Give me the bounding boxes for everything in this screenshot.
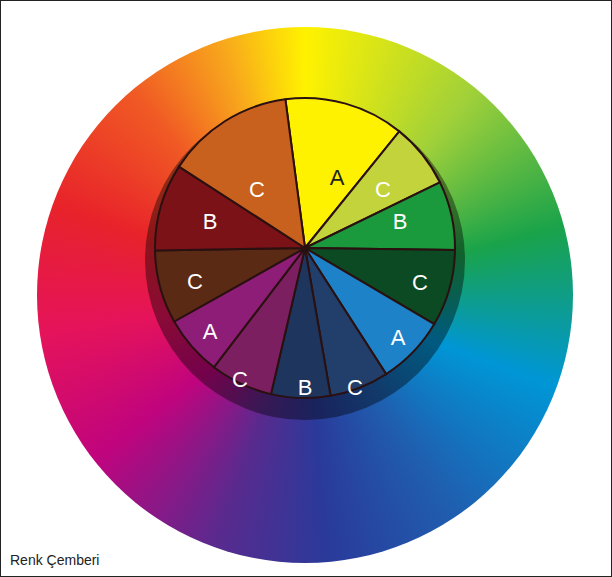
wedge-label-box: C [375, 178, 391, 202]
wedge-letter: A [203, 320, 218, 344]
wedge-label-box: B [393, 210, 408, 234]
color-wedge [155, 248, 305, 322]
wedge-label-box: C [232, 368, 248, 392]
wedge-letter: B [393, 210, 408, 234]
wedge-label-box: C [412, 271, 428, 295]
wedge-label-box: A [330, 166, 345, 190]
wedge-letter: C [347, 376, 363, 400]
caption: Renk Çemberi [8, 552, 101, 568]
wedge-group [155, 98, 455, 398]
wedge-label-box: C [249, 178, 265, 202]
wedge-letter: C [249, 178, 265, 202]
wedge-label-box: C [347, 376, 363, 400]
wedge-label-box: B [298, 376, 313, 400]
wedge-letter: A [391, 326, 406, 350]
wedge-label-box: B [203, 210, 218, 234]
wedge-letter: C [232, 368, 248, 392]
wedge-letter: A [330, 166, 345, 190]
wedge-label-box: C [187, 270, 203, 294]
wedge-letter: C [412, 271, 428, 295]
wedge-letter: B [298, 376, 313, 400]
wedge-label-box: A [203, 320, 218, 344]
wedge-label-box: A [391, 326, 406, 350]
wedge-letter: B [203, 210, 218, 234]
color-wedge [179, 99, 305, 248]
wedge-letter: C [375, 178, 391, 202]
wedge-letter: C [187, 270, 203, 294]
